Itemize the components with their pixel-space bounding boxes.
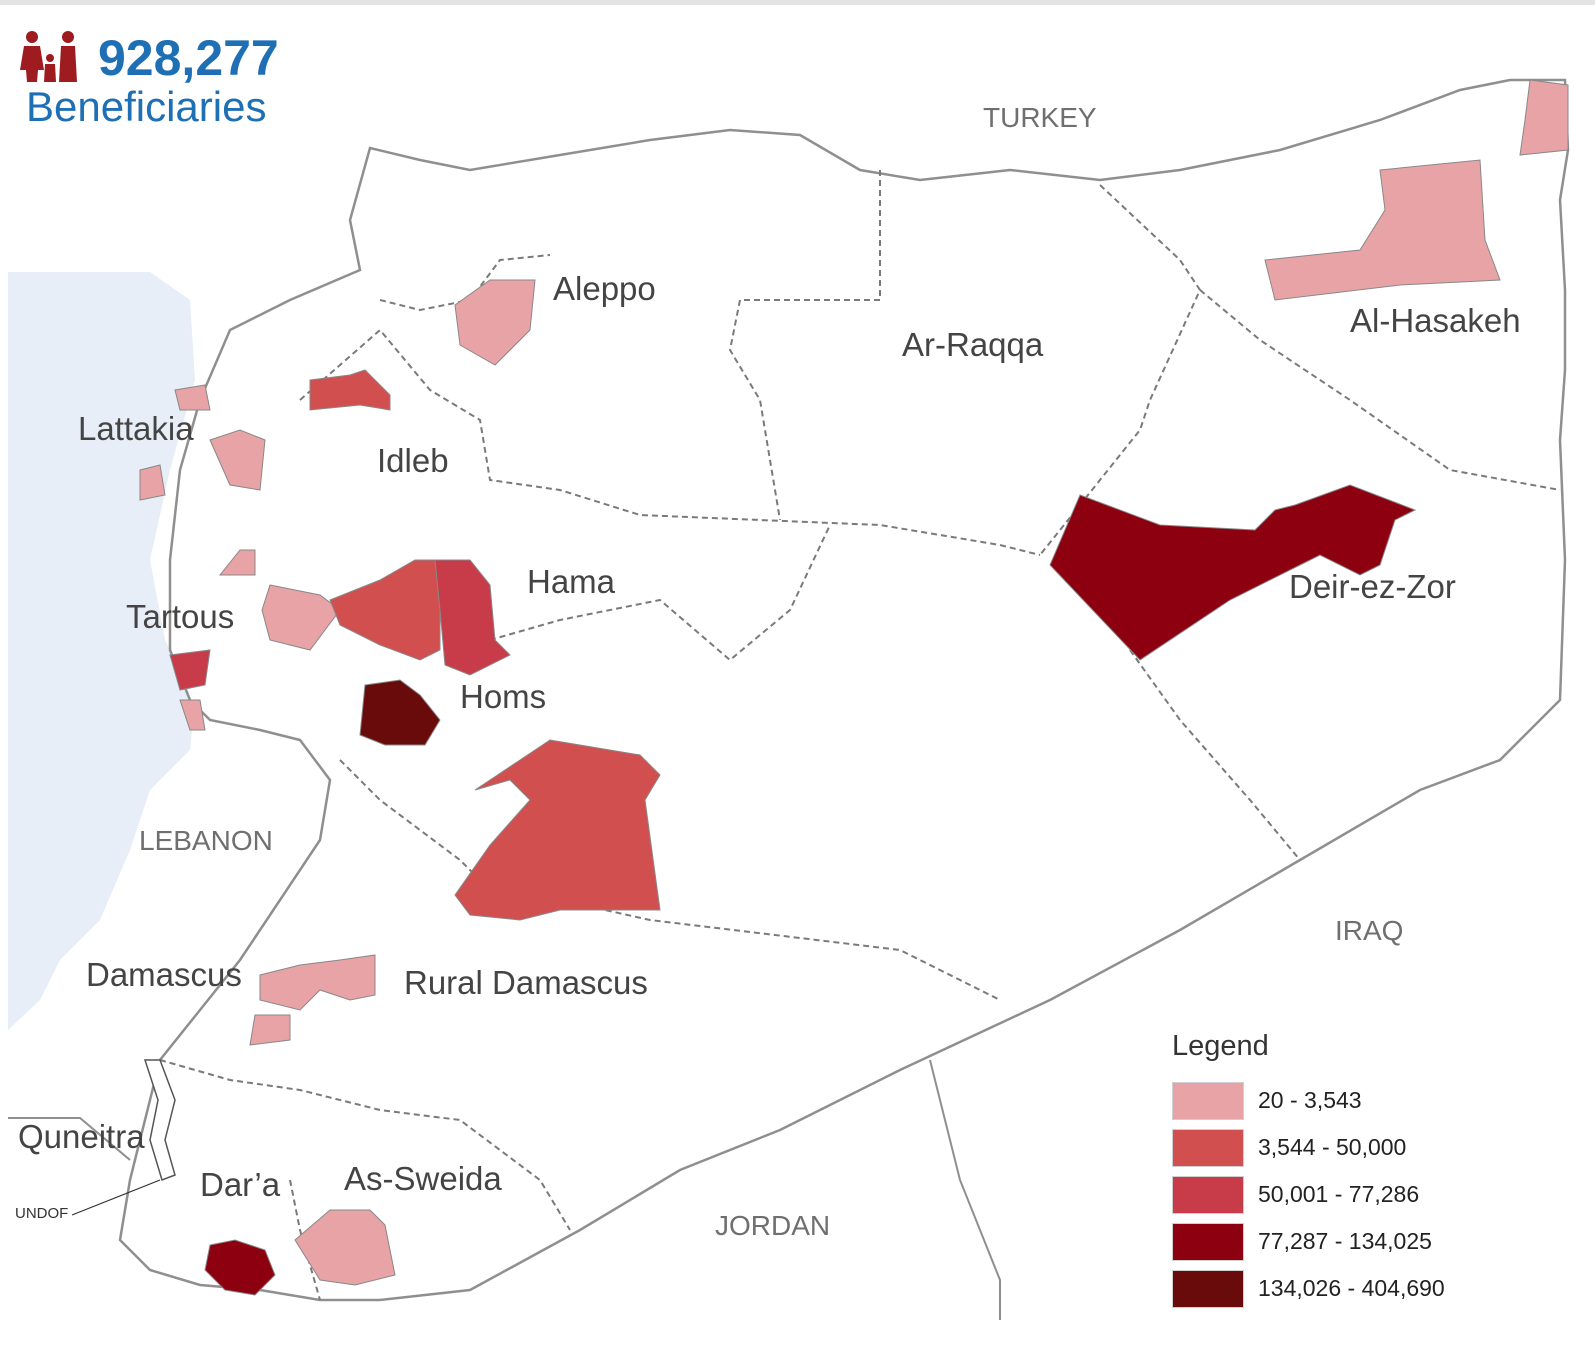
district-tartous-north	[218, 549, 256, 576]
label-lattakia: Lattakia	[78, 410, 194, 447]
beneficiaries-caption: Beneficiaries	[26, 83, 267, 130]
syria-outline	[118, 78, 1570, 1302]
label-al-hasakeh: Al-Hasakeh	[1350, 302, 1521, 339]
district-as-sweida	[294, 1209, 396, 1286]
mediterranean-sea	[8, 272, 195, 1030]
district-idleb	[309, 369, 391, 411]
district-tartous-east	[261, 584, 341, 651]
district-homs-east	[454, 739, 661, 921]
district-lattakia-east	[209, 429, 266, 491]
label-ar-raqqa: Ar-Raqqa	[902, 326, 1044, 363]
label-undof: UNDOF	[15, 1205, 68, 1222]
label-as-sweida: As-Sweida	[344, 1160, 502, 1197]
district-hama-east	[434, 559, 511, 676]
district-dara	[204, 1239, 276, 1296]
district-hama-west	[329, 559, 441, 661]
district-homs-city	[359, 679, 441, 746]
legend-item: 50,001 - 77,286	[1172, 1171, 1445, 1218]
legend-swatch	[1172, 1269, 1244, 1308]
label-homs: Homs	[460, 678, 546, 715]
district-hasakeh-north	[1519, 79, 1569, 156]
district-tartous-south	[179, 699, 206, 731]
label-deir-ez-zor: Deir-ez-Zor	[1289, 568, 1456, 605]
legend-item: 3,544 - 50,000	[1172, 1124, 1445, 1171]
label-damascus: Damascus	[86, 956, 242, 993]
undof-zone	[143, 1059, 176, 1181]
legend-item: 134,026 - 404,690	[1172, 1265, 1445, 1312]
legend-title: Legend	[1172, 1030, 1269, 1062]
undof-leader-line	[71, 1179, 161, 1216]
map-labels: TURKEY LEBANON IRAQ JORDAN Aleppo Ar-Raq…	[15, 102, 1521, 1241]
label-jordan: JORDAN	[715, 1210, 830, 1241]
legend-label: 20 - 3,543	[1258, 1087, 1362, 1113]
beneficiaries-count: 928,277	[98, 30, 279, 86]
label-quneitra: Quneitra	[18, 1118, 145, 1155]
label-idleb: Idleb	[377, 442, 449, 479]
legend-label: 50,001 - 77,286	[1258, 1181, 1420, 1207]
label-turkey: TURKEY	[983, 102, 1097, 133]
district-hasakeh-south	[1264, 159, 1501, 301]
district-deir-ez-zor	[1049, 484, 1417, 661]
country-borders	[8, 1059, 1001, 1320]
legend: Legend 20 - 3,543 3,544 - 50,000 50,001 …	[1172, 1030, 1445, 1312]
district-polygons	[139, 79, 1569, 1296]
label-hama: Hama	[527, 563, 616, 600]
label-iraq: IRAQ	[1335, 915, 1403, 946]
legend-label: 3,544 - 50,000	[1258, 1134, 1407, 1160]
label-tartous: Tartous	[126, 598, 234, 635]
top-bar	[0, 0, 1595, 5]
family-icon	[20, 31, 77, 82]
legend-item: 20 - 3,543	[1172, 1077, 1445, 1124]
legend-swatch	[1172, 1222, 1244, 1261]
legend-label: 134,026 - 404,690	[1258, 1275, 1445, 1301]
legend-item: 77,287 - 134,025	[1172, 1218, 1445, 1265]
district-tartous-coast	[169, 649, 211, 691]
district-damascus-south	[249, 1014, 291, 1046]
legend-swatch	[1172, 1175, 1244, 1214]
legend-swatch	[1172, 1081, 1244, 1120]
label-lebanon: LEBANON	[139, 825, 273, 856]
label-dara: Dar’a	[200, 1166, 281, 1203]
district-aleppo	[454, 279, 536, 366]
legend-swatch	[1172, 1128, 1244, 1167]
legend-label: 77,287 - 134,025	[1258, 1228, 1432, 1254]
district-lattakia-coast	[139, 464, 166, 501]
governorate-boundaries	[159, 170, 1561, 1301]
district-lattakia-north	[174, 384, 211, 411]
label-aleppo: Aleppo	[553, 270, 656, 307]
district-damascus-north	[259, 954, 376, 1011]
label-rural-damascus: Rural Damascus	[404, 964, 648, 1001]
